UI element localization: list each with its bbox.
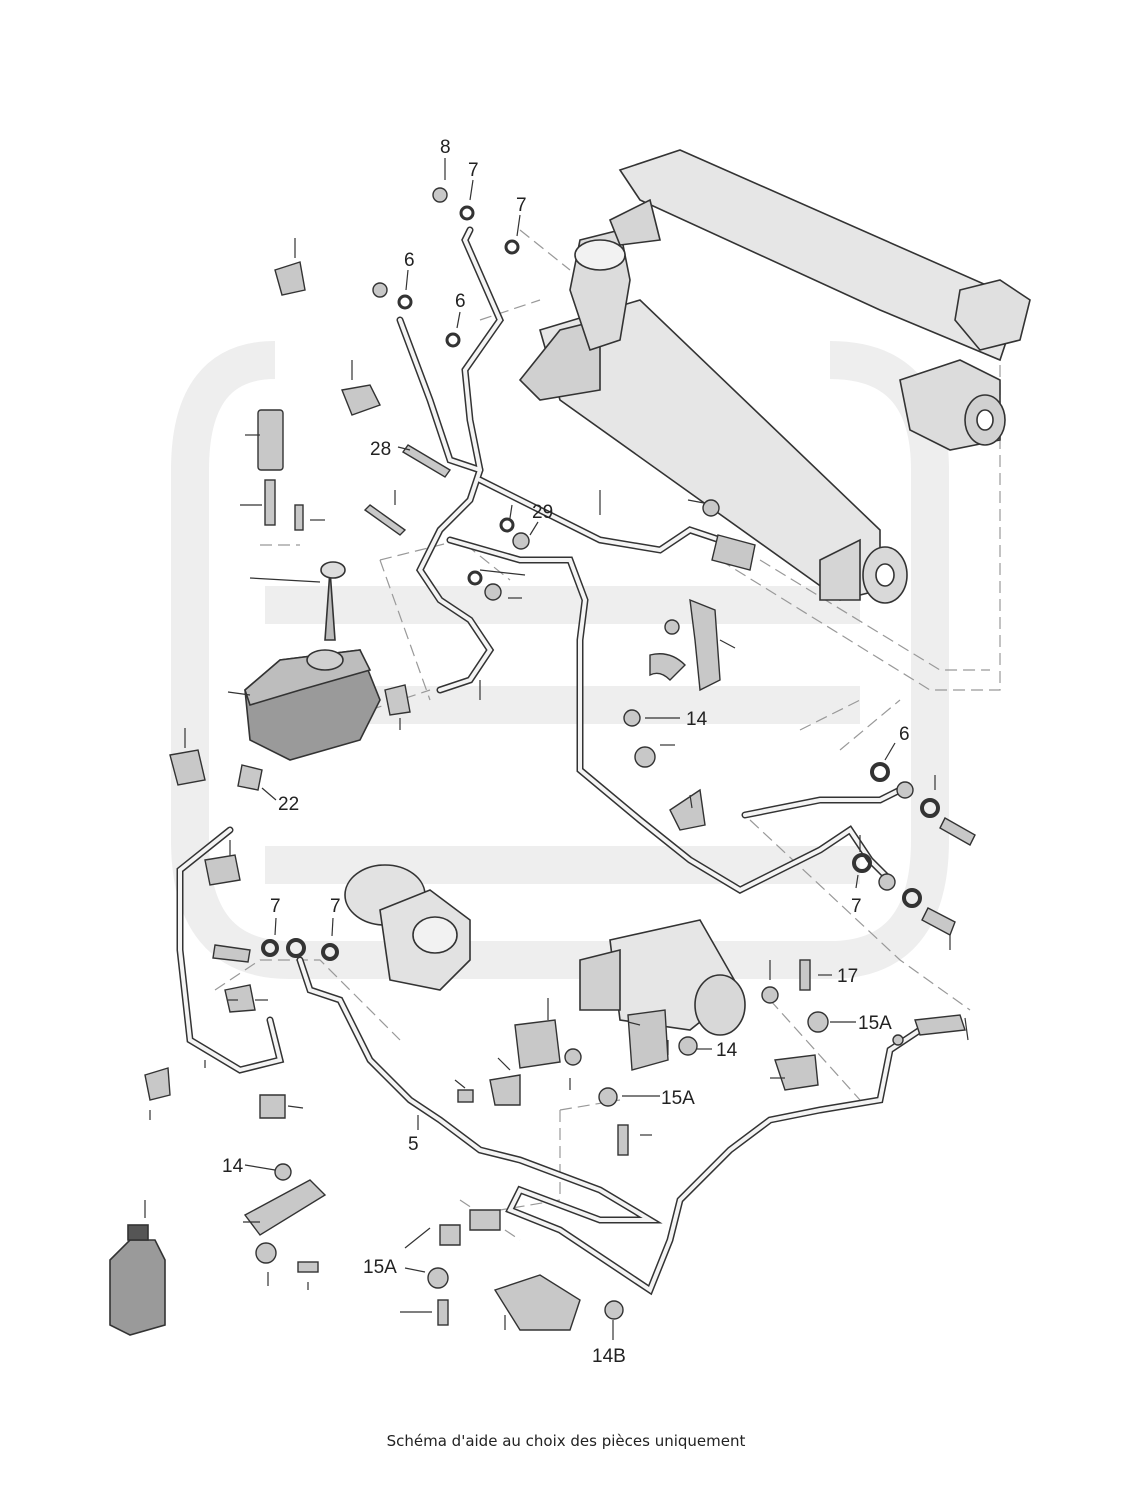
callout-14-left: 14 — [222, 1156, 244, 1177]
callout-15a-center: 15A — [661, 1088, 695, 1109]
steering-pump — [344, 864, 471, 991]
callout-8: 8 — [440, 137, 451, 158]
leader-lines — [144, 158, 969, 1340]
callout-22: 22 — [278, 794, 299, 815]
callout-14-mid: 14 — [686, 709, 708, 730]
fittings — [144, 187, 976, 1331]
callout-17: 17 — [837, 966, 858, 987]
callout-7-right: 7 — [851, 896, 862, 917]
callout-6-top-a: 6 — [404, 250, 415, 271]
callout-14b: 14B — [592, 1346, 626, 1367]
pump-motor — [579, 919, 746, 1036]
assembly-guide-lines — [214, 229, 1001, 1241]
callout-labels: 8 7 7 6 6 28 29 22 14 6 7 7 7 17 15A 14 … — [222, 137, 910, 1367]
callout-14-motor: 14 — [716, 1040, 738, 1061]
hydraulic-lines-inner — [178, 228, 922, 1294]
callout-29: 29 — [532, 502, 553, 523]
callout-7-top-b: 7 — [516, 195, 527, 216]
callout-6-right: 6 — [899, 724, 910, 745]
diagram-caption: Schéma d'aide au choix des pièces unique… — [386, 1432, 746, 1450]
fluid-reservoir — [244, 561, 381, 761]
callout-15a-right: 15A — [858, 1013, 892, 1034]
steering-rack — [518, 149, 1031, 604]
callout-7-pump-b: 7 — [330, 896, 341, 917]
callout-5: 5 — [408, 1134, 419, 1155]
callout-7-pump-a: 7 — [270, 896, 281, 917]
callout-28: 28 — [370, 439, 391, 460]
callout-7-top-a: 7 — [468, 160, 479, 181]
callout-6-top-b: 6 — [455, 291, 466, 312]
fluid-bottle — [109, 1224, 166, 1336]
callout-15a-lower: 15A — [363, 1257, 397, 1278]
